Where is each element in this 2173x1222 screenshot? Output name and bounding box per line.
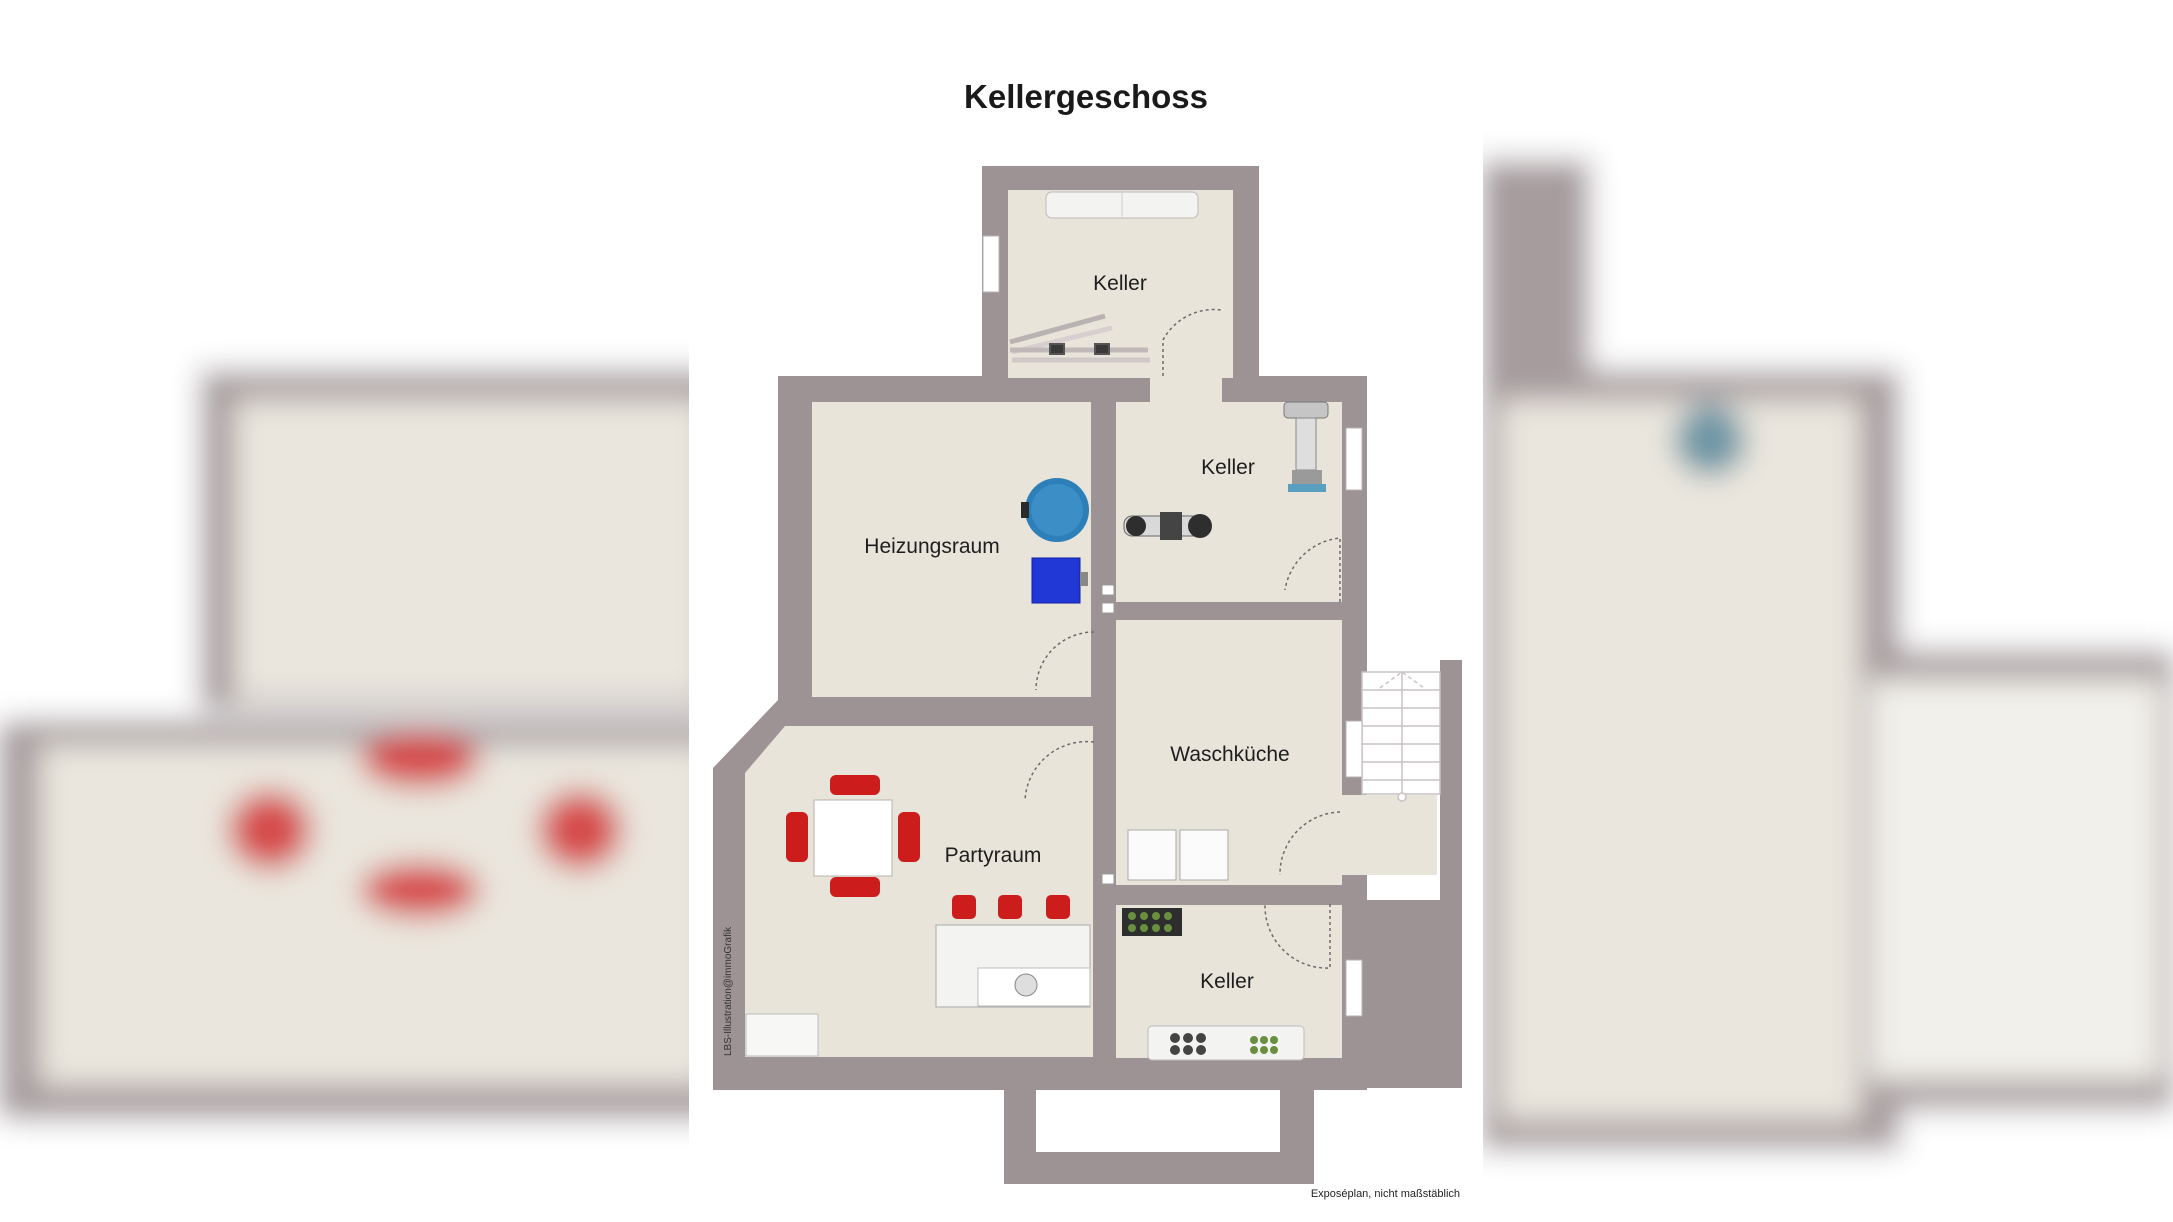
- room-label-partyraum: Partyraum: [945, 844, 1042, 867]
- sideboard: [745, 1013, 819, 1057]
- plan-title: Kellergeschoss: [964, 78, 1208, 115]
- window-waschkueche: [1345, 720, 1363, 778]
- room-label-heizungsraum: Heizungsraum: [864, 535, 999, 558]
- storage-shelf-bottom: [1147, 1025, 1305, 1061]
- window-keller-top: [982, 235, 1000, 293]
- floor-stair-landing: [1342, 795, 1437, 875]
- room-label-keller-top: Keller: [1093, 272, 1147, 295]
- oil-tank-icon: [1031, 557, 1088, 604]
- weight-bench-icon: [1283, 401, 1329, 492]
- ski-icon: [1009, 313, 1150, 363]
- exercise-bike-icon: [1123, 512, 1212, 540]
- bar-stools: [952, 895, 1070, 919]
- door-swings: [1024, 308, 1341, 969]
- floor-heizungsraum: [812, 402, 1091, 697]
- room-label-keller-bottom: Keller: [1200, 970, 1254, 993]
- window-keller-bottom: [1345, 959, 1363, 1017]
- staircase: [1361, 671, 1441, 802]
- plan-footnote: Exposéplan, nicht maßstäblich: [1311, 1188, 1460, 1200]
- washing-machines: [1127, 829, 1229, 881]
- floor-connector: [1150, 376, 1222, 406]
- shelf-keller-top: [1045, 191, 1199, 219]
- illustration-credit: LBS-Illustration@immoGrafik: [723, 926, 734, 1056]
- floor-keller-top: [1008, 190, 1233, 378]
- meter-boxes: [1101, 584, 1115, 885]
- dining-set-icon: [786, 775, 920, 897]
- light-well: [1036, 1090, 1280, 1152]
- window-keller-mid: [1345, 427, 1363, 491]
- wine-rack-icon: [1122, 908, 1182, 936]
- boiler-icon: [1021, 478, 1089, 542]
- windows: [982, 235, 1363, 1017]
- room-label-keller-mid: Keller: [1201, 456, 1255, 479]
- room-label-waschkueche: Waschküche: [1170, 743, 1289, 766]
- bar-counter: [935, 924, 1091, 1008]
